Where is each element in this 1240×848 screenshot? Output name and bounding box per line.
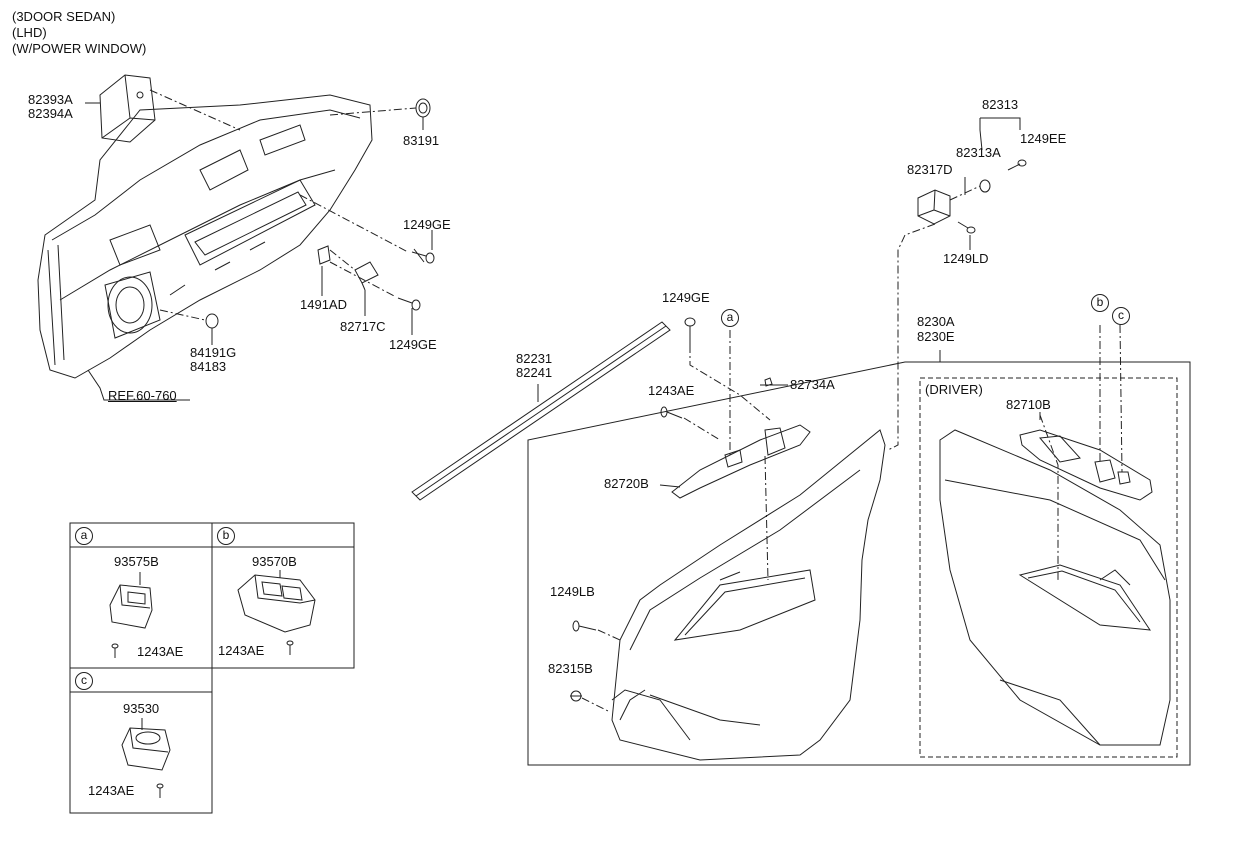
switch-93530 [121,727,171,798]
part-label-8230a: 8230A [917,314,955,329]
part-label-83191: 83191 [403,133,440,148]
part-label-1249ge-molding: 1249GE [662,290,710,305]
reference-label: REF.60-760 [108,388,177,403]
inset-box-c [69,667,213,814]
inset-b-part-label: 93570B [252,554,297,569]
belt-molding-strip [411,321,671,501]
hinge-cover-part [99,74,156,143]
plug-84191g [205,313,219,329]
grommet-83191 [415,98,431,118]
part-label-1249ge-lower: 1249GE [389,337,437,352]
switch-93570b [237,574,316,655]
part-label-82313a: 82313A [956,145,1001,160]
inset-a-screw-label: 1243AE [137,644,184,659]
inset-c-screw-label: 1243AE [88,783,135,798]
inset-a-letter: a [75,527,93,545]
driver-trim-panel [939,429,1171,746]
part-label-1491ad: 1491AD [300,297,347,312]
part-label-82710b: 82710B [1006,397,1051,412]
part-label-82241: 82241 [516,365,553,380]
part-label-82313: 82313 [982,97,1019,112]
callout-b: b [1091,294,1109,312]
inset-c-letter: c [75,672,93,690]
part-label-8230e: 8230E [917,329,955,344]
part-label-82717c: 82717C [340,319,386,334]
part-label-82394a: 82394A [28,106,73,121]
part-label-84183: 84183 [190,359,227,374]
nut-82313a [979,179,991,193]
bracket-82317d [917,189,951,225]
part-label-82231: 82231 [516,351,553,366]
assembly-frame [527,361,1191,766]
switch-bezel-82710b [1019,429,1153,501]
inset-c-part-label: 93530 [123,701,160,716]
screw-1249ge-a [411,248,435,264]
switch-bezel-82720b [671,424,811,499]
driver-label: (DRIVER) [925,382,983,397]
door-trim-panel [611,429,886,761]
door-inner-panel [37,94,373,379]
clip-1491ad [317,245,331,265]
callout-a: a [721,309,739,327]
header-line-option: (W/POWER WINDOW) [12,41,147,56]
ref-leader [87,369,190,401]
screw-1243ae-main [660,406,683,419]
driver-box [919,377,1178,758]
part-label-1243ae: 1243AE [648,383,695,398]
header-line-drive: (LHD) [12,25,47,40]
clip-82734a [764,377,773,387]
switch-93575b [109,584,153,658]
screw-1249lb [572,620,597,632]
inset-b-letter: b [217,527,235,545]
header-line-model: (3DOOR SEDAN) [12,9,116,24]
part-label-82315b: 82315B [548,661,593,676]
inset-a-part-label: 93575B [114,554,159,569]
part-label-82317d: 82317D [907,162,953,177]
part-label-1249ld: 1249LD [943,251,989,266]
bracket-82717c [354,261,379,291]
inset-b-screw-label: 1243AE [218,643,265,658]
part-label-82720b: 82720B [604,476,649,491]
screw-1249ee [1007,159,1027,171]
part-label-82734a: 82734A [790,377,835,392]
screw-1249ld [957,221,976,234]
part-label-82393a: 82393A [28,92,73,107]
part-label-1249ee: 1249EE [1020,131,1067,146]
screw-1249ge-c [684,317,696,345]
part-label-84191g: 84191G [190,345,237,360]
screw-1249ge-b [397,297,421,311]
part-label-1249lb: 1249LB [550,584,595,599]
callout-c: c [1112,307,1130,325]
clip-82315b [570,690,582,702]
part-label-1249ge-upper: 1249GE [403,217,451,232]
